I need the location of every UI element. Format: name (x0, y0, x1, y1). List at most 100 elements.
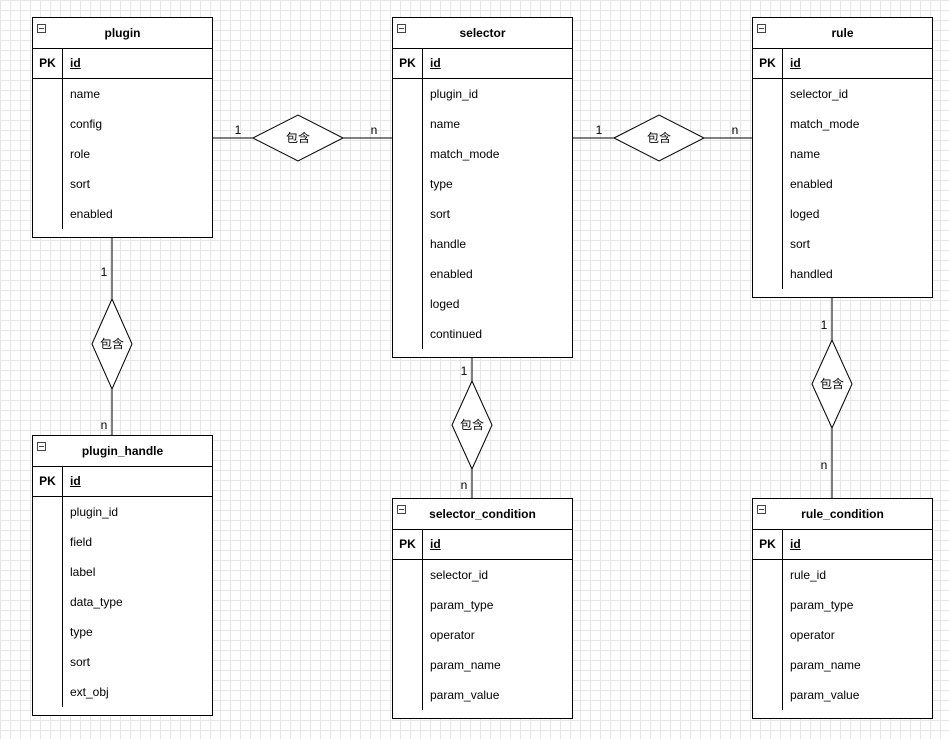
field-row: loged (430, 297, 460, 311)
key-separator (782, 560, 783, 710)
field-row: ext_obj (70, 685, 109, 699)
collapse-icon[interactable] (757, 24, 766, 33)
pk-field: id (430, 56, 441, 70)
cardinality-one: 1 (461, 364, 468, 378)
pk-field: id (790, 56, 801, 70)
relationship-label: 包含 (820, 376, 844, 391)
field-row: operator (790, 628, 835, 642)
primary-key-row: PK id (393, 530, 572, 560)
cardinality-many: n (371, 123, 378, 137)
entity-rule[interactable]: rule PK id selector_id match_mode name e… (752, 17, 933, 298)
field-row: continued (430, 327, 483, 341)
primary-key-row: PK id (33, 467, 212, 497)
field-list: rule_id param_type operator param_name p… (753, 560, 932, 710)
field-row: match_mode (430, 147, 500, 161)
pk-field: id (70, 474, 81, 488)
field-row: rule_id (790, 568, 827, 582)
pk-label: PK (393, 530, 423, 559)
field-row: role (70, 147, 91, 161)
pk-label: PK (33, 49, 63, 78)
cardinality-many: n (821, 458, 828, 472)
relationship-plugin-plugin-handle[interactable]: 包含 1 n (91, 237, 133, 435)
cardinality-one: 1 (101, 265, 108, 279)
relationship-label: 包含 (460, 417, 484, 432)
collapse-icon[interactable] (397, 24, 406, 33)
key-separator (62, 497, 63, 707)
entity-header: rule (753, 18, 932, 49)
field-row: field (70, 535, 93, 549)
field-row: match_mode (790, 117, 860, 131)
field-row: selector_id (430, 568, 489, 582)
relationship-diamond (251, 114, 345, 162)
pk-label: PK (393, 49, 423, 78)
field-row: loged (790, 207, 820, 221)
cardinality-one: 1 (235, 123, 242, 137)
relationship-selector-rule[interactable]: 包含 1 n (572, 114, 752, 162)
key-separator (422, 79, 423, 349)
field-row: handle (430, 237, 467, 251)
primary-key-row: PK id (753, 530, 932, 560)
cardinality-one: 1 (596, 123, 603, 137)
field-row: name (430, 117, 461, 131)
relationship-label: 包含 (647, 130, 671, 145)
key-separator (782, 79, 783, 289)
entity-selector[interactable]: selector PK id plugin_id name match_mode… (392, 17, 573, 358)
field-row: param_value (790, 688, 860, 702)
field-row: type (70, 625, 93, 639)
key-separator (422, 560, 423, 710)
collapse-icon[interactable] (37, 442, 46, 451)
relationship-diamond (612, 114, 706, 162)
field-list: selector_id param_type operator param_na… (393, 560, 572, 710)
field-row: plugin_id (430, 87, 479, 101)
field-list: name config role sort enabled (33, 79, 212, 229)
entity-plugin[interactable]: plugin PK id name config role sort enabl… (32, 17, 213, 238)
primary-key-row: PK id (393, 49, 572, 79)
entity-header: selector_condition (393, 499, 572, 530)
field-row: sort (430, 207, 451, 221)
entity-selector-condition[interactable]: selector_condition PK id selector_id par… (392, 498, 573, 719)
field-row: type (430, 177, 453, 191)
collapse-icon[interactable] (397, 505, 406, 514)
field-row: sort (790, 237, 811, 251)
field-list: plugin_id name match_mode type sort hand… (393, 79, 572, 349)
primary-key-row: PK id (33, 49, 212, 79)
field-row: param_name (790, 658, 861, 672)
entity-header: plugin (33, 18, 212, 49)
pk-label: PK (753, 530, 783, 559)
relationship-plugin-selector[interactable]: 包含 1 n (212, 114, 392, 162)
cardinality-one: 1 (821, 318, 828, 332)
entity-rule-condition[interactable]: rule_condition PK id rule_id param_type … (752, 498, 933, 719)
pk-field: id (70, 56, 81, 70)
field-row: sort (70, 655, 91, 669)
relationship-selector-selector-condition[interactable]: 包含 1 n (451, 357, 493, 498)
field-row: selector_id (790, 87, 849, 101)
field-row: data_type (70, 595, 123, 609)
cardinality-many: n (732, 123, 739, 137)
field-row: plugin_id (70, 505, 119, 519)
entity-title: selector_condition (429, 507, 536, 521)
entity-header: selector (393, 18, 572, 49)
collapse-icon[interactable] (37, 24, 46, 33)
cardinality-many: n (101, 418, 108, 432)
field-row: enabled (430, 267, 473, 281)
pk-field: id (790, 537, 801, 551)
field-list: plugin_id field label data_type type sor… (33, 497, 212, 707)
cardinality-many: n (461, 478, 468, 492)
entity-plugin-handle[interactable]: plugin_handle PK id plugin_id field labe… (32, 435, 213, 716)
entity-title: rule_condition (801, 507, 884, 521)
relationship-label: 包含 (100, 336, 124, 351)
entity-title: plugin_handle (81, 444, 164, 458)
entity-title: plugin (104, 26, 141, 40)
field-row: param_type (430, 598, 494, 612)
entity-title: rule (831, 26, 854, 40)
relationship-rule-rule-condition[interactable]: 包含 1 n (811, 297, 853, 498)
relationship-diamond (451, 379, 493, 471)
field-row: name (790, 147, 821, 161)
relationship-label: 包含 (286, 130, 310, 145)
field-row: sort (70, 177, 91, 191)
relationship-diamond (91, 297, 133, 391)
field-row: config (70, 117, 103, 131)
pk-label: PK (753, 49, 783, 78)
collapse-icon[interactable] (757, 505, 766, 514)
entity-title: selector (459, 26, 506, 40)
